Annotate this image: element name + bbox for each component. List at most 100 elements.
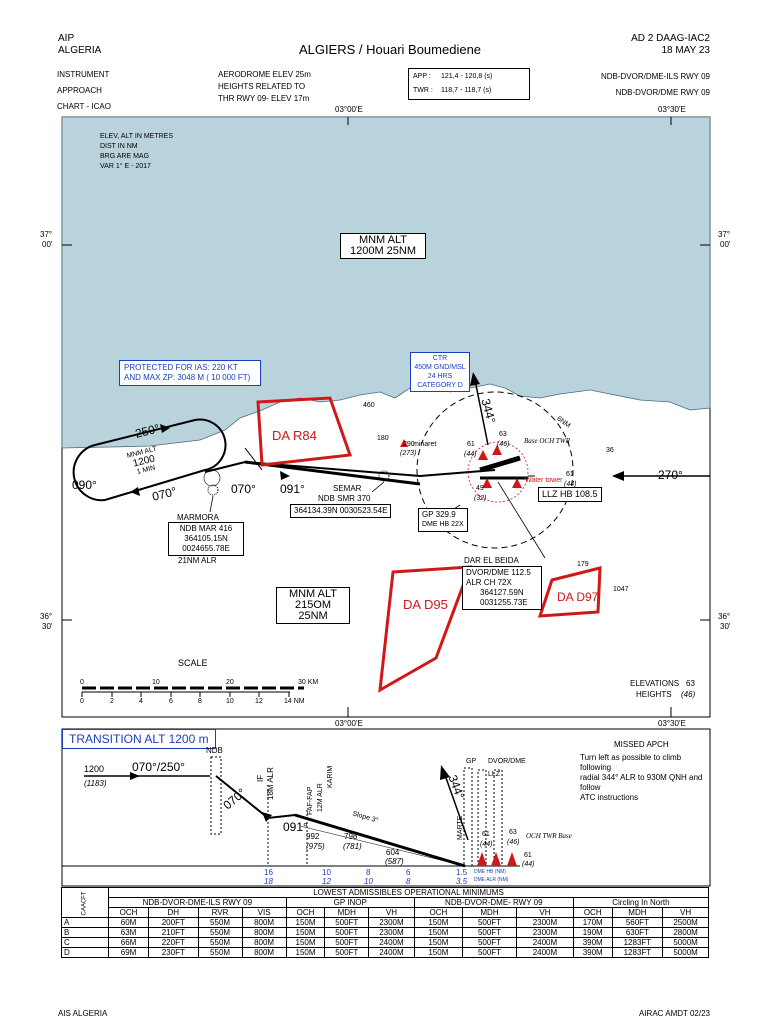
minima-cell: 1283FT [611,937,664,948]
spot-elev: 49 [476,485,484,492]
profile-missed-arrow [440,765,450,780]
spot-height: (44) [564,481,577,488]
minima-cell: 800M [241,917,287,928]
dist-dme: 6 [406,868,411,877]
profile-obs-63: 63 [509,829,517,836]
minima-cell: 560FT [611,917,664,928]
holding-arrow [160,424,170,433]
col-header: OCH [572,907,613,918]
minima-cell: 500FT [461,917,518,928]
mnm-alt-south-value: 215OM 25NM [294,599,332,622]
minima-cell: 5000M [662,947,709,958]
minima-cell: 150M [413,927,463,938]
profile-och-base: OCH TWR Base [526,832,572,840]
scale-nm-tick: 8 [198,698,202,705]
minima-cell: 550M [197,947,243,958]
col-header: VH [368,907,415,918]
app-freq: 121,4 - 120,8 (s) [441,73,493,80]
height-legend-value: (46) [681,690,696,699]
marmora-lon: 0024655.78E [182,544,230,553]
if-line [244,447,263,471]
spot-elev: 1047 [613,586,629,593]
obstacle-icon [491,852,501,866]
profile-missed-line [444,774,469,841]
minima-cell: 500FT [461,937,518,948]
vor-compass-rose [467,441,529,503]
minima-cell: 550M [197,937,243,948]
dist-alr: 10 [364,877,373,886]
scale-nm-tick: 4 [139,698,143,705]
dar-beida-name: DAR EL BEIDA [464,556,519,565]
zone-d95-boundary [378,565,473,693]
profile-alt-781: (781) [343,842,362,851]
profile-alt-798: 798 [344,832,358,841]
lat-right-37-min: 00' [720,240,731,249]
minima-cell: 500FT [324,937,370,948]
final-approach-track [244,460,421,486]
semar-ndb: NDB SMR 370 [318,494,371,503]
dar-beida-ch: ALR CH 72X [466,578,512,587]
scale-nm-tick: 6 [169,698,173,705]
note-units-4: VAR 1° E - 2017 [100,163,151,170]
scale-nm-tick: 2 [110,698,114,705]
col-header: VH [662,907,709,918]
chart-type-1: INSTRUMENT [57,70,110,79]
group-ils: NDB-DVOR-DME-ILS RWY 09 [108,897,287,908]
minima-cell: 390M [572,947,613,958]
lat-left-37-min: 00' [42,240,53,249]
scale-km-tick: 10 [152,679,160,686]
note-units-1: ELEV, ALT IN METRES [100,133,174,140]
lat-right-37-deg: 37° [718,230,731,239]
scale-km-tick: 30 KM [298,679,319,686]
holding-pattern [72,418,227,502]
zone-r84-label: DA R84 [272,428,317,443]
lon-top-left: 03°00'E [335,105,363,114]
if-fix-icon [203,469,221,487]
minima-cell: 500FT [324,927,370,938]
minima-cell: 150M [413,917,463,928]
scale-title: SCALE [178,658,208,668]
lat-left-36-min: 30' [42,622,53,631]
lat-left-36-deg: 36° [40,612,53,621]
col-header: VIS [241,907,287,918]
water-tower-label: Water tower [525,477,563,484]
llz-box: LLZ HB 108.5 [538,487,602,502]
minima-cell: 230FT [148,947,199,958]
page-title: ALGIERS / Houari Boumediene [298,42,482,57]
height-legend-label: HEIGHTS [636,690,672,699]
minima-cell: 63M [107,927,150,938]
spot-elev: 290 [403,441,415,448]
profile-obs-46: (46) [507,839,520,846]
minima-cell: 2800M [662,927,709,938]
profile-dvordme-label: DVOR/DME [488,758,526,765]
cat-label: CAACFT [81,891,88,916]
obstacle-icon [400,439,408,447]
ctr-boundary [416,391,574,549]
profile-marte: MARTE [457,815,464,840]
lon-bottom-left: 03°00'E [335,719,363,728]
lat-right-36-deg: 36° [718,612,731,621]
scale-km-tick: 20 [226,679,234,686]
inbound-270-arrow [612,471,624,481]
col-header: OCH [413,907,463,918]
semar-name: SEMAR [333,484,362,493]
minima-cell: 2400M [368,947,415,958]
glide-slope [294,813,466,868]
minima-cell: 5000M [662,937,709,948]
track-arrow [280,471,290,480]
missed-line-1: Turn left as possible to climb following [580,753,682,772]
marmora-box: NDB MAR 416 364105.15N 0024655.78E [168,522,244,556]
track-arrow [130,772,140,780]
minima-cell: 800M [241,937,287,948]
footer-right: AIRAC AMDT 02/23 [639,1009,710,1018]
scale-nm-tick: 0 [80,698,84,705]
col-header: OCH [107,907,150,918]
dist-alr: 12 [322,877,331,886]
zone-d95-label: DA D95 [403,597,448,612]
minima-cell: 200FT [148,917,199,928]
glide-slope-lower [299,825,466,867]
spot-height: (273) [400,450,417,457]
gp-dme: DME HB 22X [422,521,464,528]
